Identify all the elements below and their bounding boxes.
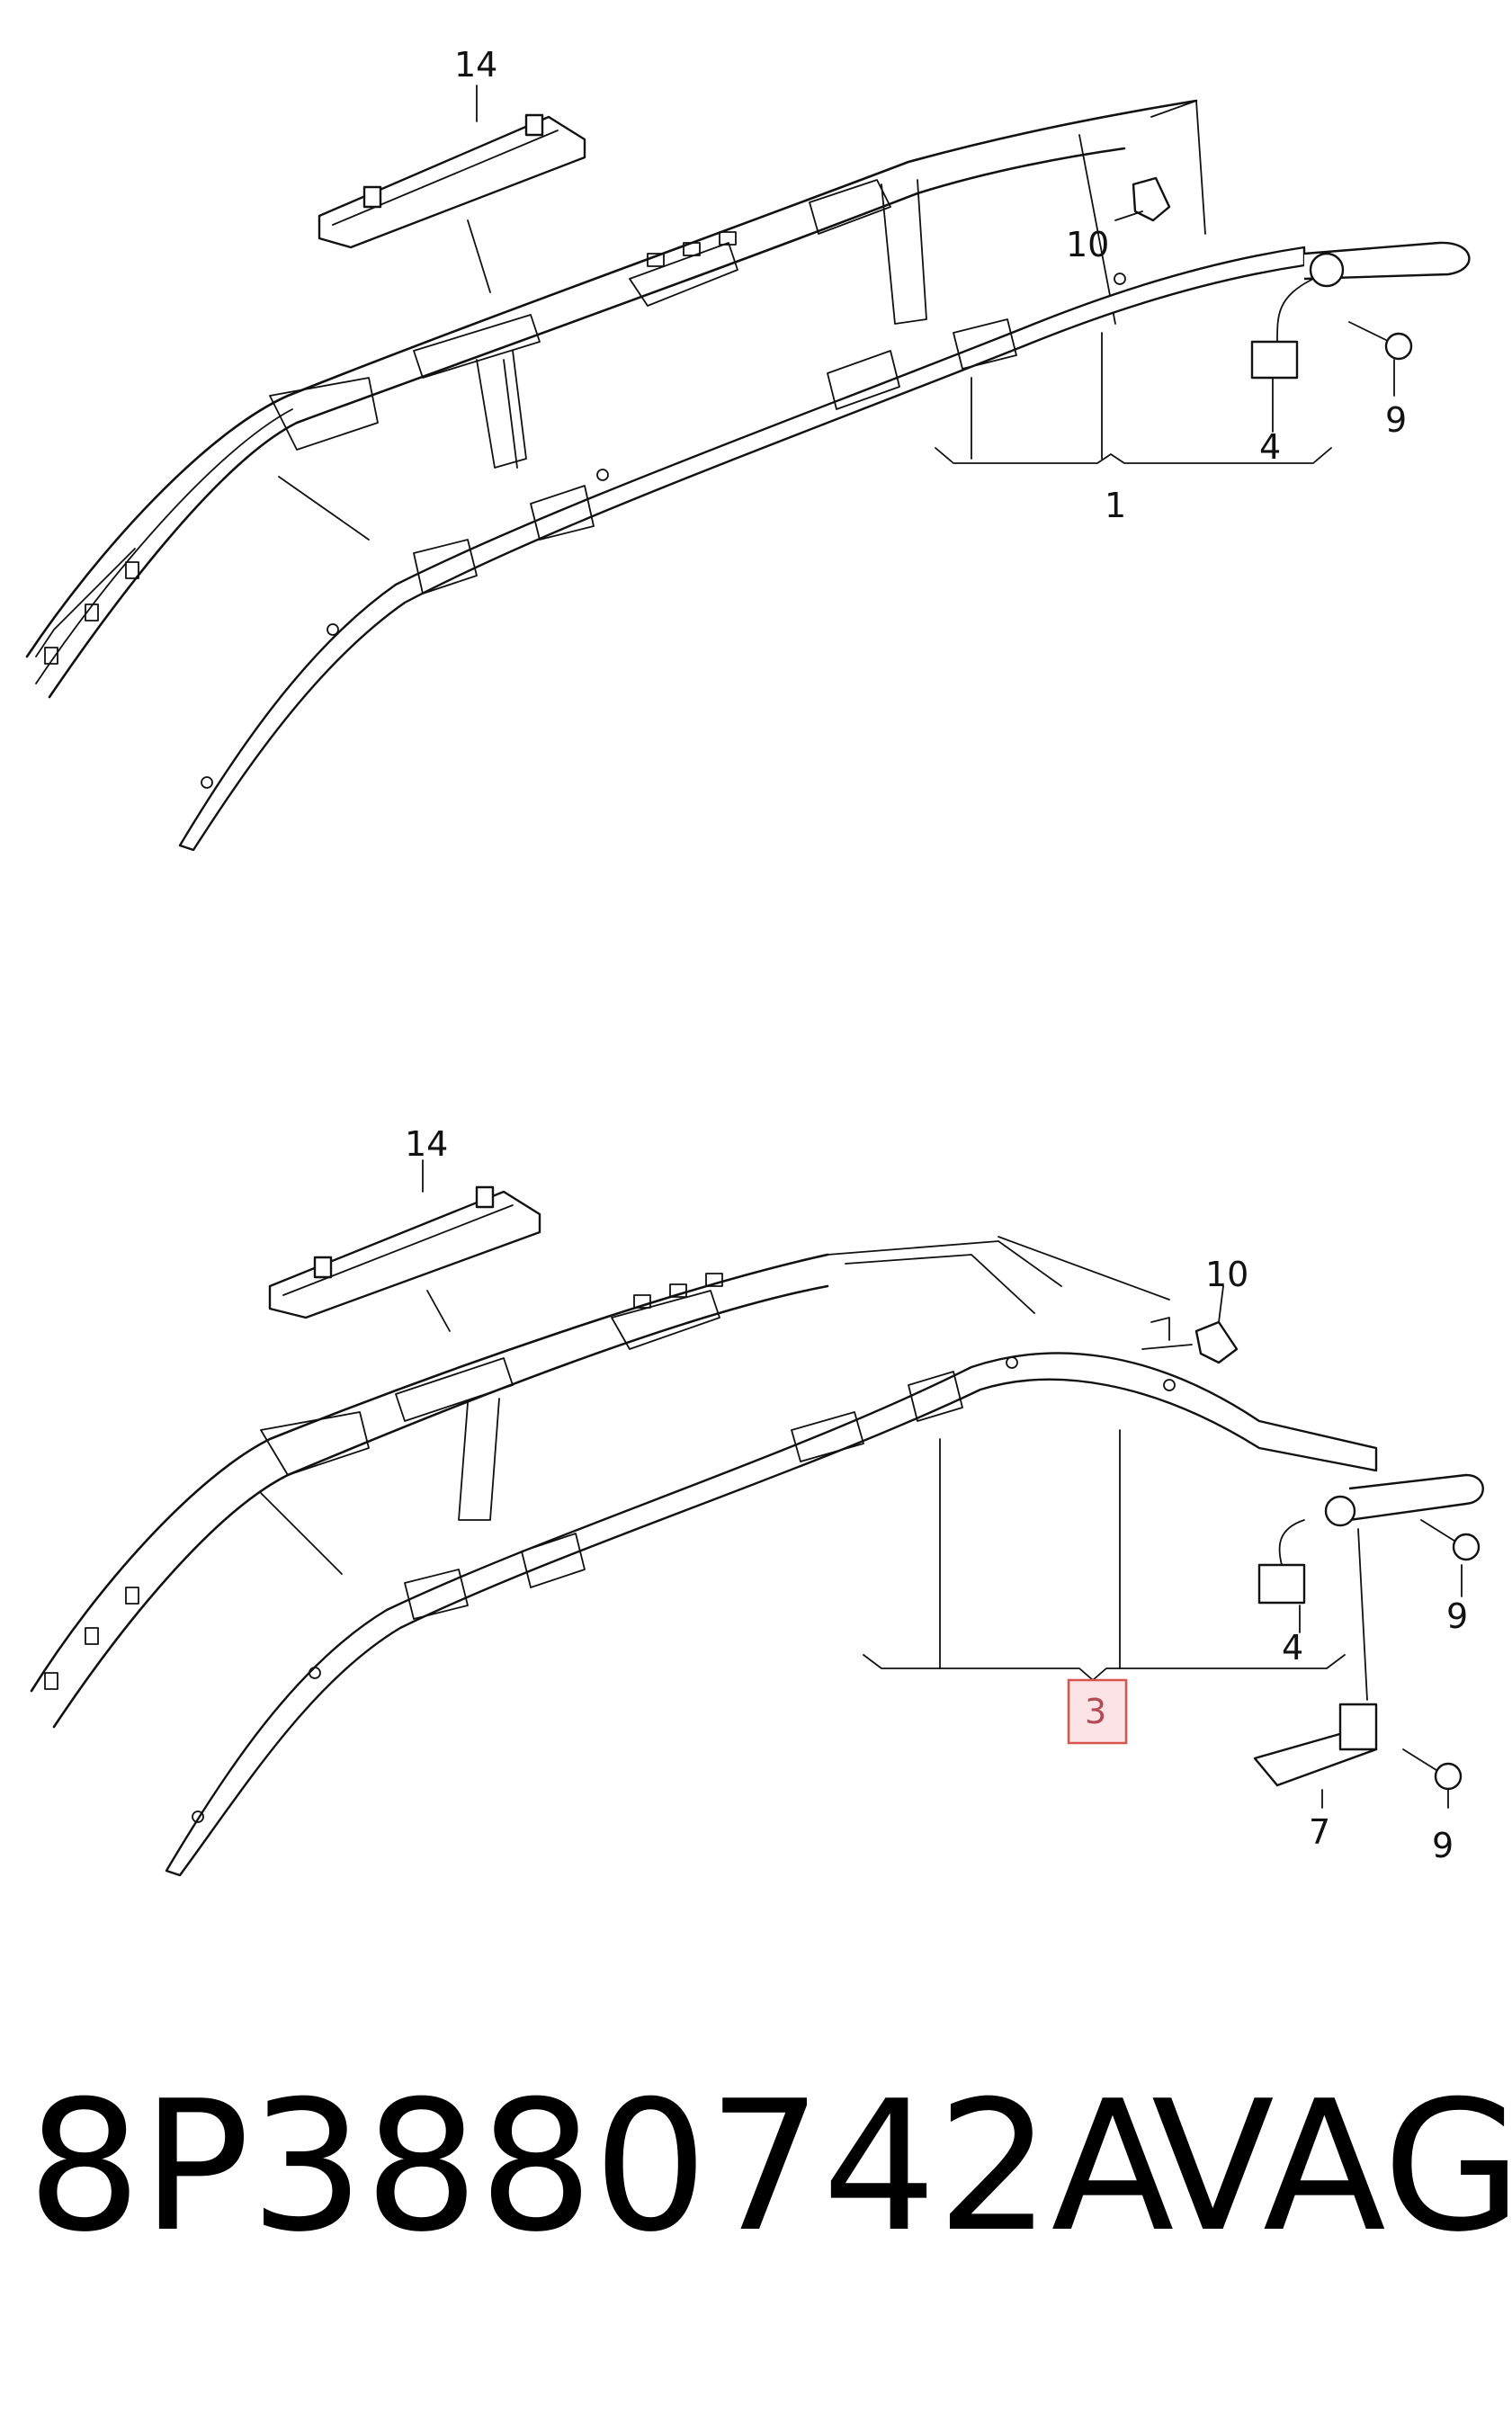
label-3: 3 bbox=[1085, 1692, 1106, 1731]
part-10-clip bbox=[1141, 1285, 1239, 1364]
label-14: 14 bbox=[454, 45, 497, 85]
bottom-diagram: 3 14 10 4 9 7 9 bbox=[30, 1124, 1484, 1877]
highlight-box bbox=[1067, 1678, 1128, 1745]
top-diagram: 14 10 4 9 1 bbox=[25, 45, 1471, 852]
part-10-clip bbox=[1114, 176, 1171, 222]
label-14: 14 bbox=[405, 1124, 448, 1164]
label-9: 9 bbox=[1432, 1826, 1454, 1865]
label-1: 1 bbox=[1105, 486, 1126, 525]
label-4: 4 bbox=[1282, 1628, 1303, 1667]
part-9-screw bbox=[1420, 1519, 1481, 1597]
label-9: 9 bbox=[1446, 1596, 1468, 1636]
label-7: 7 bbox=[1309, 1812, 1330, 1852]
label-4: 4 bbox=[1259, 427, 1281, 467]
label-9: 9 bbox=[1385, 400, 1407, 440]
part-number: 8P3880742A bbox=[27, 2062, 1175, 2272]
part-14-grab-handle bbox=[268, 1159, 541, 1332]
part-14-grab-handle bbox=[318, 85, 586, 293]
part-3-curtain-airbag bbox=[165, 1352, 1484, 1877]
footer: 8P3880742A VAG bbox=[27, 2060, 1512, 2275]
part-9-screw bbox=[1348, 321, 1413, 361]
part-1-curtain-airbag bbox=[178, 241, 1471, 852]
label-10: 10 bbox=[1205, 1255, 1248, 1294]
label-10: 10 bbox=[1066, 225, 1109, 264]
brand-name: VAG bbox=[1151, 2062, 1512, 2272]
part-7-bracket bbox=[1253, 1528, 1463, 1809]
